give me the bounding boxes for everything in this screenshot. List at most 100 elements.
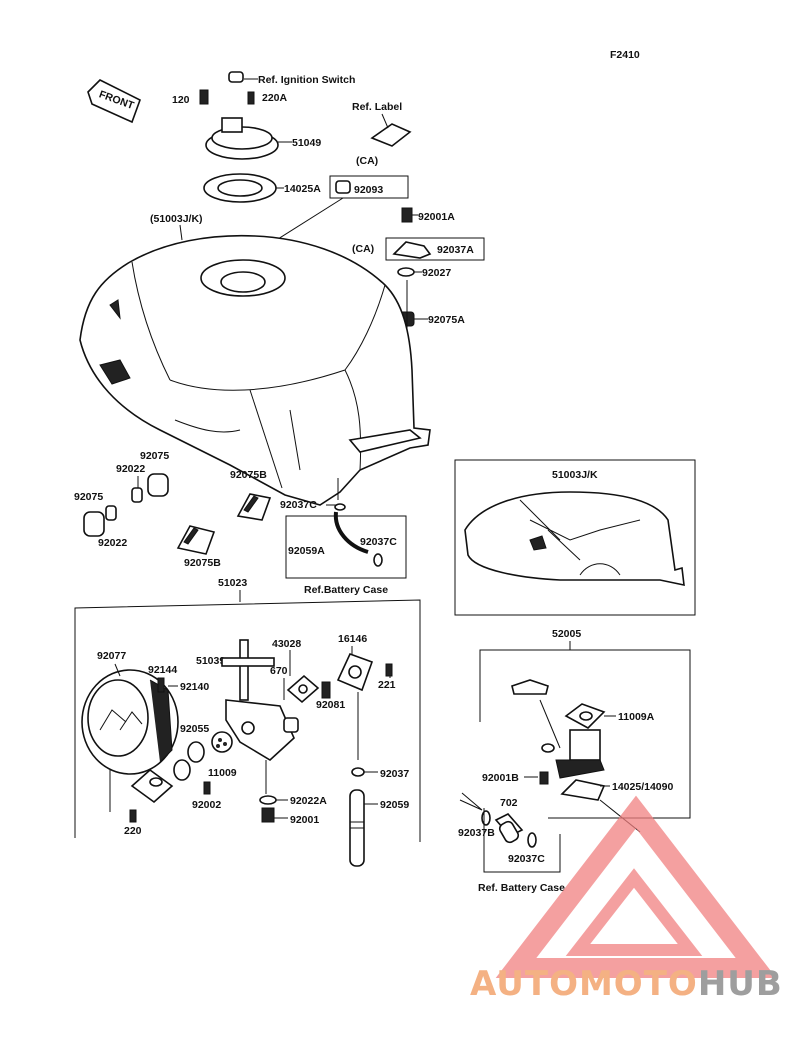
seal-plate-lower [130,768,174,804]
watermark-text: AUTOMOTOHUB [470,964,783,1004]
washer-92022-upper [131,487,143,503]
label-92075B-b: 92075B [184,557,221,569]
watermark-triangle-inner [565,868,703,956]
label-14025A: 14025A [284,183,321,195]
label-120: 120 [172,94,190,106]
bolt-120 [199,89,209,105]
cap-nut-fitting [173,759,191,781]
washer-92027 [397,267,422,277]
label-220A: 220A [262,92,288,104]
bracket-92075B-lower [176,525,216,555]
label-220: 220 [124,825,142,837]
label-92055: 92055 [180,723,209,735]
label-92037C-a: 92037C [280,499,317,511]
ref-battery-case-2: Ref. Battery Case [478,882,565,894]
spring-92144 [157,677,165,693]
fuel-tank-51003JK [79,234,431,506]
screw-220A [247,91,255,105]
label-51049: 51049 [292,137,321,149]
label-92059A: 92059A [288,545,325,557]
label-51003JK-main: (51003J/K) [150,213,203,225]
ignition-switch-cap [228,71,258,83]
ca-tag-2: (CA) [352,243,374,255]
label-92037A: 92037A [437,244,474,256]
label-52005: 52005 [552,628,581,640]
label-11009A: 11009A [618,711,655,723]
watermark-logo: AUTOMOTOHUB [470,795,783,1004]
bolt-92001B [539,771,549,785]
label-92027: 92027 [422,267,451,279]
label-51023: 51023 [218,577,247,589]
label-221: 221 [378,679,396,691]
damper-92075-lower [83,511,105,537]
ref-battery-case-1: Ref.Battery Case [304,584,388,596]
label-92140: 92140 [180,681,209,693]
front-arrow: FRONT [87,79,141,124]
label-92037B: 92037B [458,827,495,839]
grommet-92093 [335,180,351,194]
clip-92037B [481,810,491,826]
label-92075B-a: 92075B [230,469,267,481]
plate-43028 [286,674,320,704]
hose-92059A [333,511,369,554]
label-92022-b: 92022 [98,537,127,549]
fuel-hose-92059 [349,789,365,867]
diaphragm-16146 [336,652,374,692]
screw-92081 [321,681,331,699]
lever-knob-92077 [81,669,179,775]
watermark-text-hub: HUB [698,964,783,1004]
screw-220 [129,809,137,823]
alt-tank-box [454,459,696,616]
bracket-92075B-upper [236,493,272,521]
watermark-triangle [495,795,777,978]
damper-11009A [564,703,606,729]
label-92022-a: 92022 [116,463,145,475]
fuel-tap-assembly-box [74,599,421,842]
watermark-text-automoto: AUTOMOTO [470,964,698,1004]
label-14025-14090: 14025/14090 [612,781,673,793]
filter-14025-14090 [560,779,606,801]
pump-bracket [511,679,549,695]
ca-box-92093 [329,175,409,199]
ca-box-92037A [385,237,485,261]
clip-92037C-lower [373,553,383,567]
label-92093: 92093 [354,184,383,196]
hose-routing-arrow [459,792,483,811]
ref-label: Ref. Label [352,101,402,113]
battery-case-bracket-2 [483,808,561,873]
label-92022A: 92022A [290,795,327,807]
fuel-pump-body [541,729,605,779]
screw-221 [385,663,393,677]
clip-92037C-pump [527,832,537,848]
leader-pump [539,699,561,749]
label-51039: 51039 [196,655,225,667]
alt-fuel-tank [464,491,685,587]
label-43028: 43028 [272,638,301,650]
leader-92077 [114,663,121,677]
label-92075-b: 92075 [74,491,103,503]
damper-92075-upper [147,473,169,497]
bolt-92001 [261,807,275,823]
washer-92022A [259,795,277,805]
leader-51003JK-main [179,224,183,241]
label-92037C-c: 92037C [508,853,545,865]
clip-92037C-upper [334,503,346,511]
ca-tag-1: (CA) [356,155,378,167]
label-92081: 92081 [316,699,345,711]
label-92077: 92077 [97,650,126,662]
label-92144: 92144 [148,664,177,676]
label-51003JK-box: 51003J/K [552,469,598,481]
label-92001: 92001 [290,814,319,826]
label-92037: 92037 [380,768,409,780]
label-92001B: 92001B [482,772,519,784]
label-92001A: 92001A [418,211,455,223]
label-11009: 11009 [208,767,237,779]
fuel-tap-51039 [221,639,299,761]
label-92075-a: 92075 [140,450,169,462]
washer-92022-lower [105,505,117,521]
clamp-92037A [392,241,432,259]
figure-code: F2410 [610,49,640,61]
hose-702 [494,813,524,844]
